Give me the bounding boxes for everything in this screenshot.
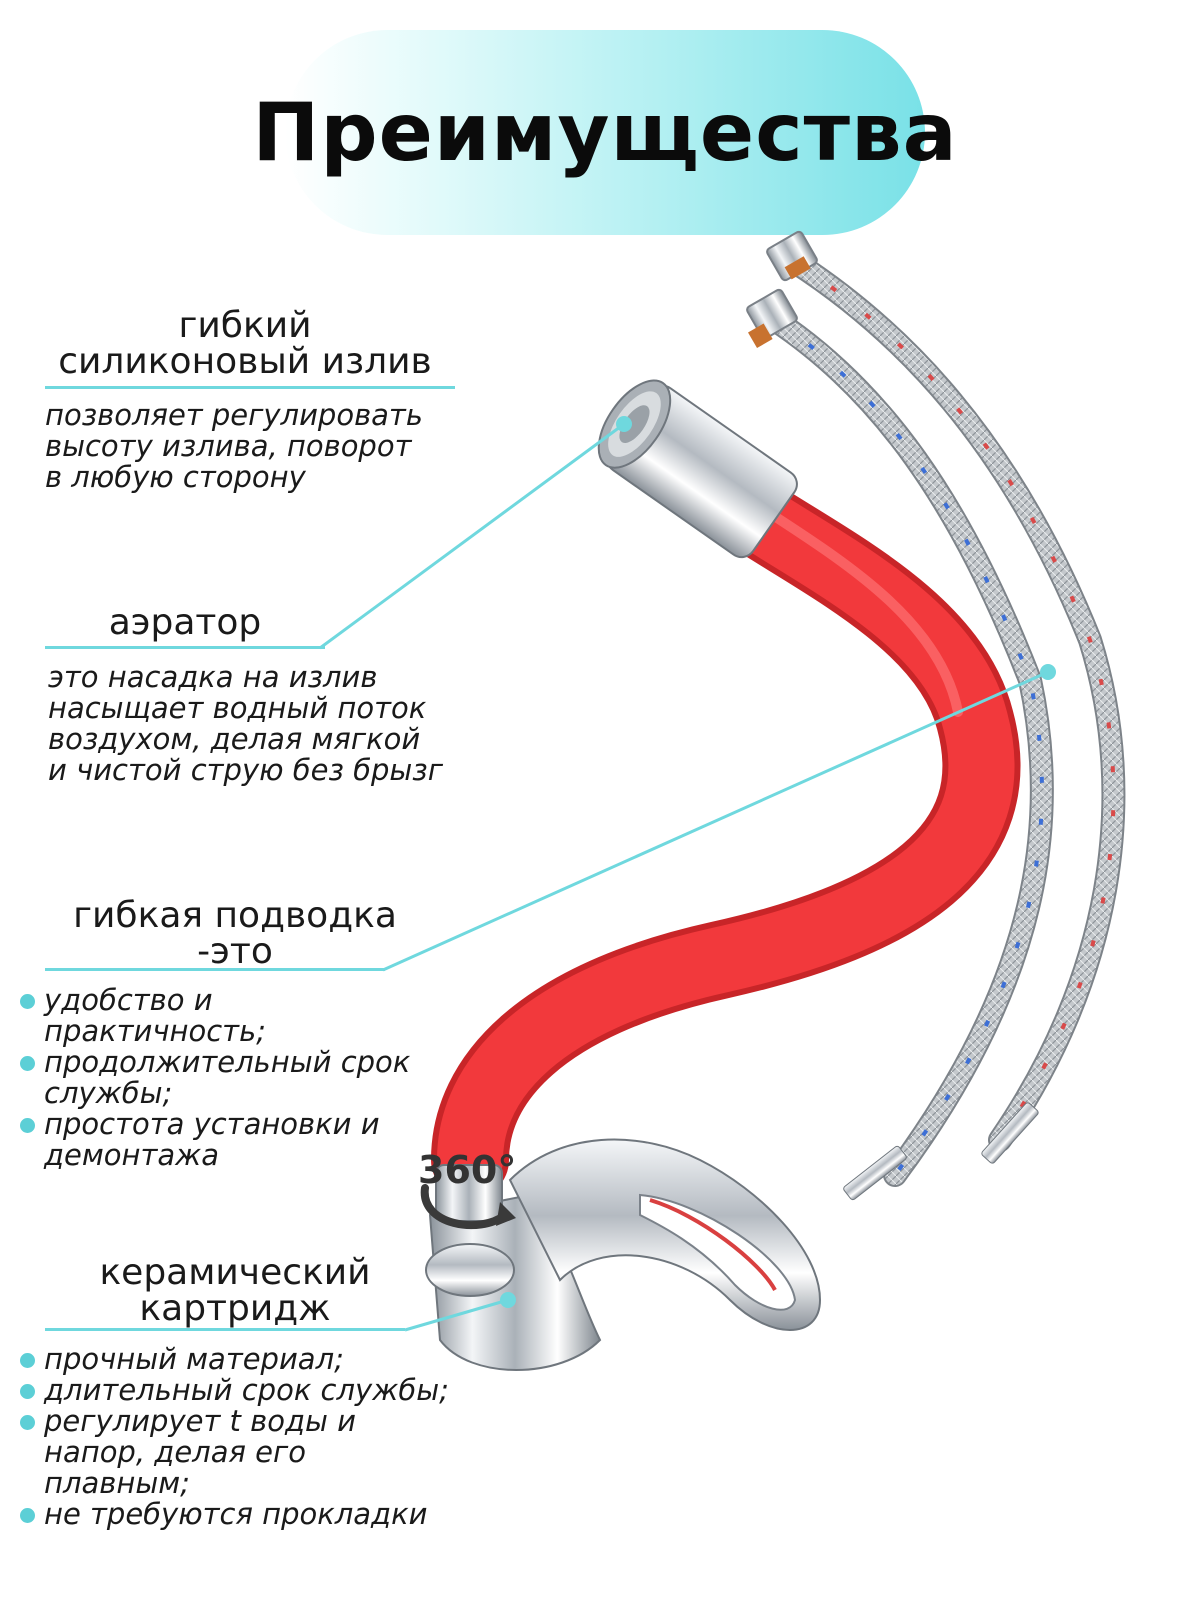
list-item: длительный срок службы; — [20, 1375, 460, 1406]
aerator — [597, 379, 798, 559]
bullet-dot-icon — [20, 1508, 35, 1523]
divider-3 — [45, 968, 385, 971]
bullets-flexible-hose: удобство и практичность; продолжительный… — [20, 985, 440, 1171]
braided-hose-back — [783, 250, 1126, 1152]
bullet-dot-icon — [20, 994, 35, 1009]
bullets-ceramic-cartridge: прочный материал; длительный срок службы… — [20, 1344, 460, 1530]
list-item: прочный материал; — [20, 1344, 460, 1375]
hose-nut-top — [766, 230, 818, 282]
bullet-dot-icon — [20, 1415, 35, 1430]
silicone-spout — [431, 466, 1021, 1199]
heading-flexible-spout: гибкий силиконовый излив — [58, 305, 432, 382]
page-title: Преимущества — [252, 86, 958, 179]
divider-2 — [45, 646, 325, 649]
list-item: продолжительный срок службы; — [20, 1047, 440, 1109]
faucet-body — [425, 1138, 822, 1371]
hose-tip-right — [981, 1102, 1039, 1164]
rotation-360-label: 360° — [418, 1148, 517, 1192]
callout-lines — [319, 416, 1056, 1332]
bullet-dot-icon — [20, 1384, 35, 1399]
list-item: удобство и практичность; — [20, 985, 440, 1047]
rotation-arrow-icon — [420, 1184, 516, 1230]
desc-flexible-spout: позволяет регулировать высоту излива, по… — [45, 398, 423, 494]
divider-4 — [45, 1328, 405, 1331]
bullet-dot-icon — [20, 1353, 35, 1368]
hose-tip-left — [843, 1145, 907, 1201]
list-item: регулирует t воды и напор, делая его пла… — [20, 1406, 460, 1499]
heading-ceramic-cartridge: керамический картридж — [99, 1252, 371, 1329]
hose-nut-bottom — [746, 288, 798, 349]
list-item: не требуются прокладки — [20, 1499, 460, 1530]
bullet-dot-icon — [20, 1118, 35, 1133]
divider-1 — [45, 386, 455, 389]
desc-aerator: это насадка на излив насыщает водный пот… — [48, 660, 443, 787]
title-banner — [285, 30, 925, 235]
heading-aerator: аэратор — [108, 602, 262, 643]
bullet-dot-icon — [20, 1056, 35, 1071]
list-item: простота установки и демонтажа — [20, 1109, 440, 1171]
heading-flexible-hose: гибкая подводка -это — [73, 895, 397, 972]
